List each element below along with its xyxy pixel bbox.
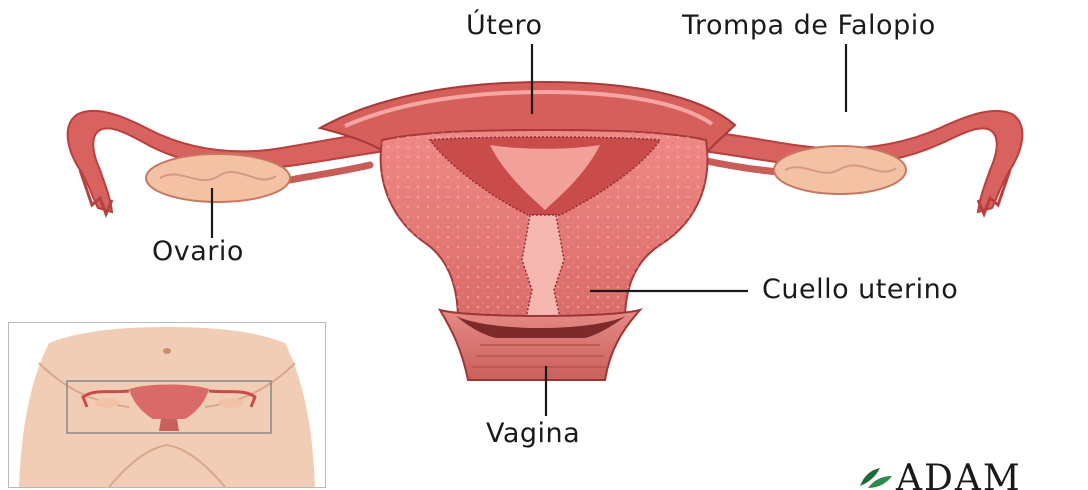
label-utero: Útero xyxy=(466,10,543,41)
adam-logo: ADAM xyxy=(856,462,1088,490)
label-trompa-de-falopio: Trompa de Falopio xyxy=(682,10,936,41)
label-vagina: Vagina xyxy=(486,418,580,449)
left-ovary xyxy=(146,154,290,202)
body-locator-inset xyxy=(8,322,326,488)
label-ovario: Ovario xyxy=(152,236,244,267)
torso-illustration xyxy=(9,323,325,487)
label-cuello-uterino: Cuello uterino xyxy=(762,274,958,305)
adam-leaf-icon xyxy=(856,462,896,490)
vagina xyxy=(440,310,640,380)
adam-logo-text: ADAM xyxy=(896,462,1022,490)
uterus xyxy=(320,82,735,320)
right-ovary xyxy=(774,146,906,194)
